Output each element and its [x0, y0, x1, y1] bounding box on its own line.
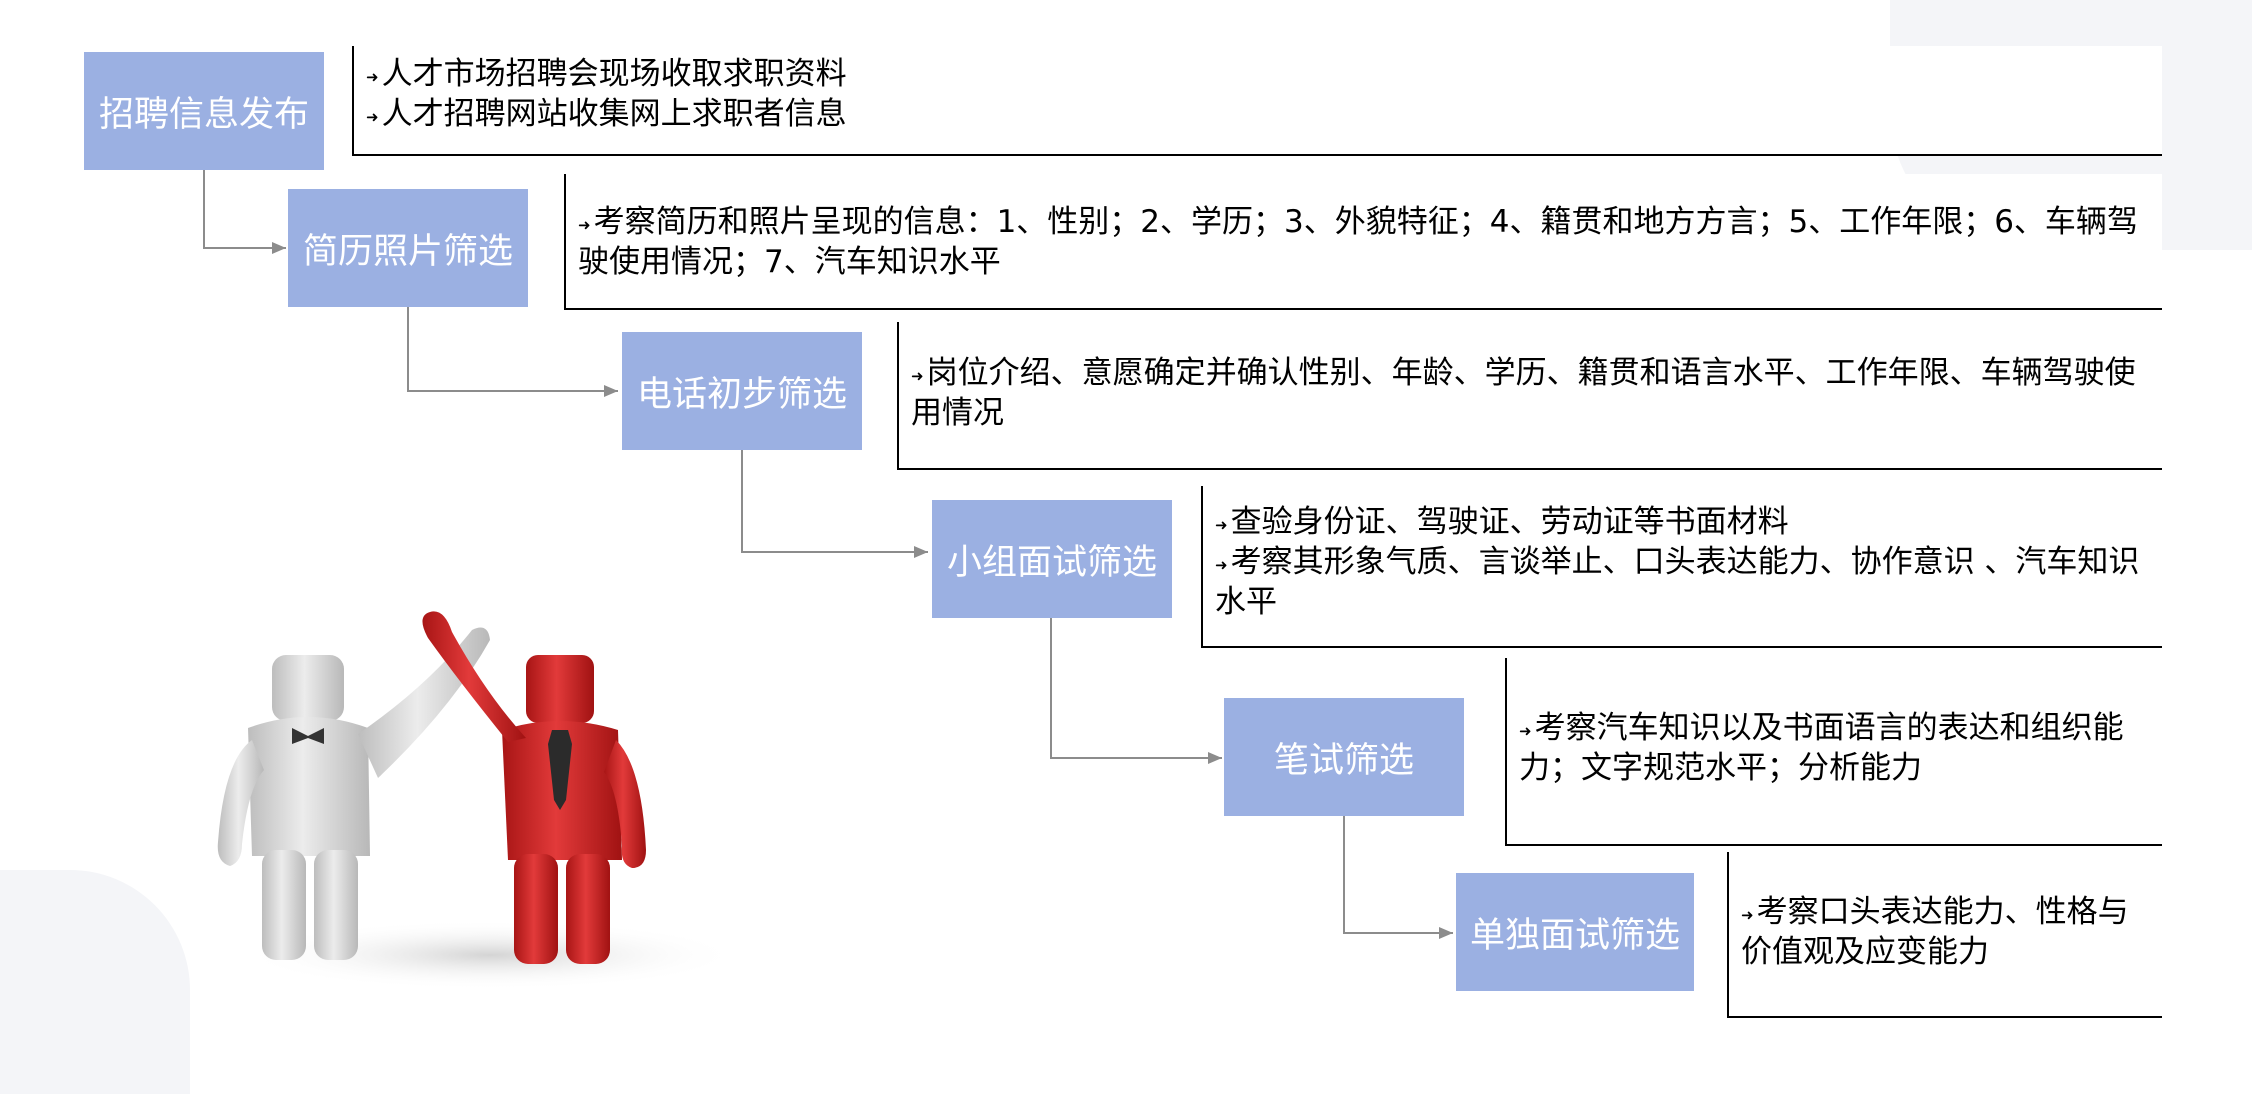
bullet-item: ➜人才市场招聘会现场收取求职资料 [366, 56, 2152, 96]
arrow-down-bullet-icon: ➜ [578, 216, 591, 234]
bullet-item: ➜查验身份证、驾驶证、劳动证等书面材料 [1215, 504, 2152, 544]
step-label-6: 单独面试筛选 [1469, 915, 1680, 956]
bullet-item: ➜岗位介绍、意愿确定并确认性别、年龄、学历、籍贯和语言水平、工作年限、车辆驾驶使… [911, 355, 2136, 431]
connector-1 [203, 170, 286, 254]
step-box-6: 单独面试筛选 [1456, 873, 1694, 991]
arrow-down-bullet-icon: ➜ [1519, 722, 1532, 740]
high-five-illustration [217, 611, 740, 990]
bullet-item: ➜考察简历和照片呈现的信息：1、性别；2、学历；3、外貌特征；4、籍贯和地方方言… [578, 204, 2138, 280]
step-box-1: 招聘信息发布 [84, 52, 324, 170]
step-label-5: 笔试筛选 [1273, 740, 1414, 781]
floor-shadow [240, 920, 740, 990]
arrow-down-bullet-icon: ➜ [911, 367, 924, 385]
connector-5 [1343, 816, 1453, 939]
grey-figure [217, 627, 490, 960]
step-description-6: ➜考察口头表达能力、性格与价值观及应变能力 [1727, 852, 2162, 1018]
connector-2 [407, 307, 618, 397]
step-label-4: 小组面试筛选 [946, 542, 1157, 583]
step-box-2: 简历照片筛选 [288, 189, 528, 307]
step-label-1: 招聘信息发布 [98, 94, 309, 135]
step-box-4: 小组面试筛选 [932, 500, 1172, 618]
arrow-down-bullet-icon: ➜ [1215, 516, 1228, 534]
step-description-2: ➜考察简历和照片呈现的信息：1、性别；2、学历；3、外貌特征；4、籍贯和地方方言… [564, 174, 2162, 310]
step-description-3: ➜岗位介绍、意愿确定并确认性别、年龄、学历、籍贯和语言水平、工作年限、车辆驾驶使… [897, 322, 2162, 470]
arrow-down-bullet-icon: ➜ [1741, 906, 1754, 924]
bullet-item: ➜考察口头表达能力、性格与价值观及应变能力 [1741, 894, 2129, 970]
step-description-4: ➜查验身份证、驾驶证、劳动证等书面材料 ➜考察其形象气质、言谈举止、口头表达能力… [1201, 486, 2162, 648]
step-label-2: 简历照片筛选 [302, 231, 513, 272]
step-description-1: ➜人才市场招聘会现场收取求职资料 ➜人才招聘网站收集网上求职者信息 [352, 46, 2162, 156]
step-box-3: 电话初步筛选 [622, 332, 862, 450]
step-label-3: 电话初步筛选 [636, 374, 847, 415]
background-shape-bottom-left [0, 870, 190, 1094]
arrow-down-bullet-icon: ➜ [366, 108, 379, 126]
red-figure [422, 611, 646, 964]
arrow-down-bullet-icon: ➜ [366, 68, 379, 86]
bullet-item: ➜考察汽车知识以及书面语言的表达和组织能力；文字规范水平；分析能力 [1519, 710, 2124, 786]
connector-4 [1050, 618, 1222, 764]
step-box-5: 笔试筛选 [1224, 698, 1464, 816]
arrow-down-bullet-icon: ➜ [1215, 556, 1228, 574]
bullet-item: ➜人才招聘网站收集网上求职者信息 [366, 96, 2152, 136]
bullet-item: ➜考察其形象气质、言谈举止、口头表达能力、协作意识 、汽车知识水平 [1215, 544, 2140, 620]
step-description-5: ➜考察汽车知识以及书面语言的表达和组织能力；文字规范水平；分析能力 [1505, 658, 2162, 846]
